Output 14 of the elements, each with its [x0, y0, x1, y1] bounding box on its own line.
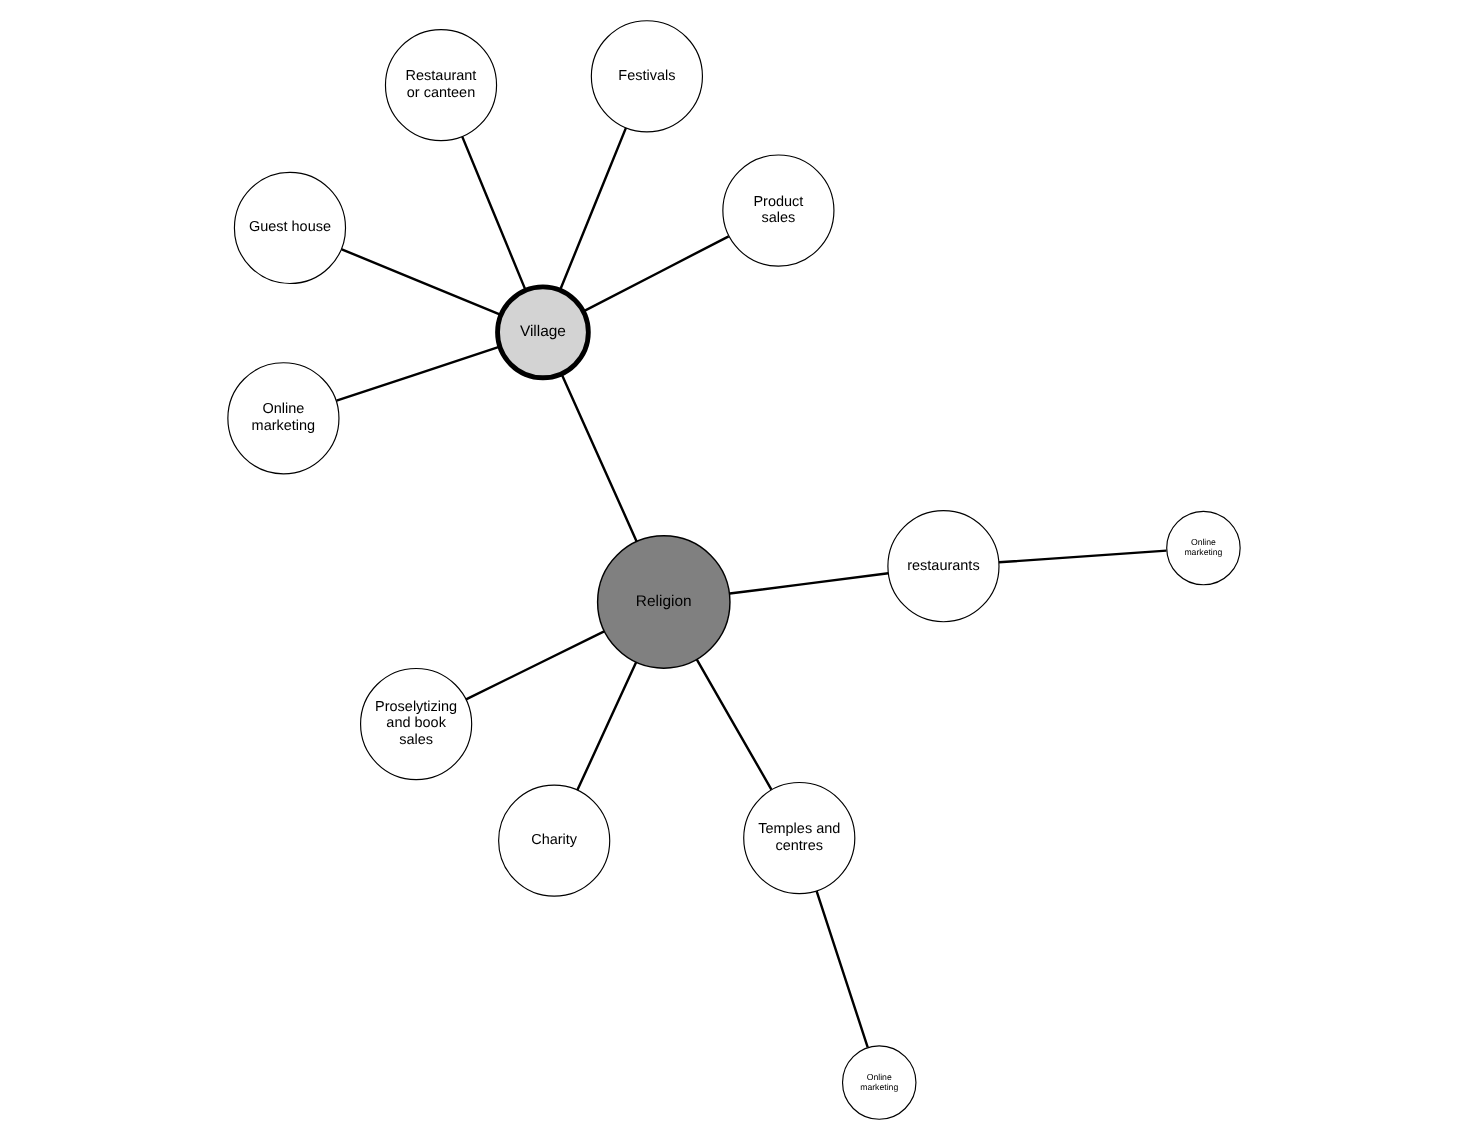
connector — [340, 248, 501, 317]
connector — [558, 127, 627, 291]
node-circle: Religion — [595, 535, 730, 669]
connector — [728, 572, 888, 595]
connector — [581, 235, 729, 313]
connector — [694, 658, 772, 791]
node-circle: Village — [494, 284, 590, 381]
connector — [464, 630, 604, 701]
connector — [575, 661, 637, 791]
connector — [814, 890, 868, 1048]
connector — [997, 549, 1166, 564]
connector — [559, 373, 637, 542]
connector — [460, 136, 526, 291]
connector — [335, 345, 500, 402]
